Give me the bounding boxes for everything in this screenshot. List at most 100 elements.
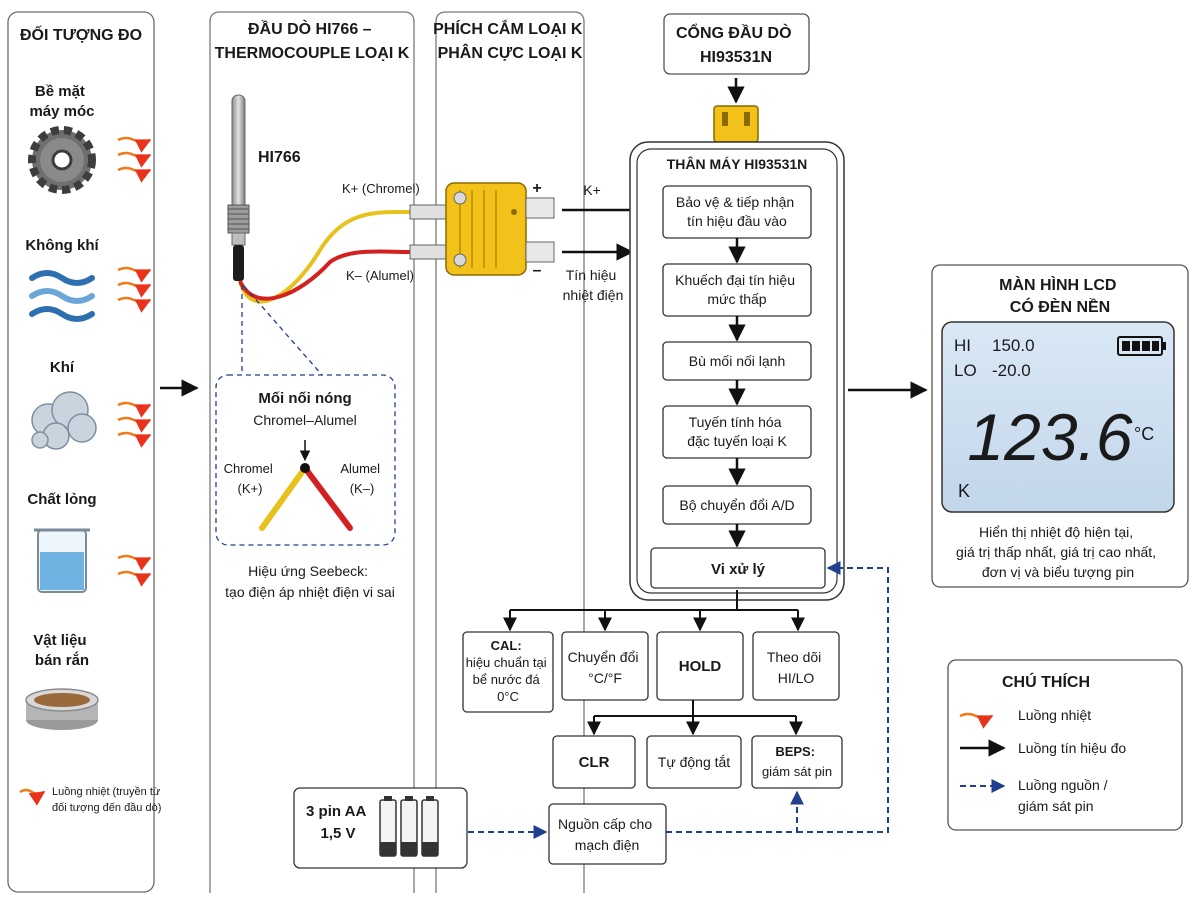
lcd-lo-label: LO [954, 361, 977, 380]
function-hold-label: HOLD [679, 658, 722, 675]
function-unit-box [561, 631, 649, 701]
connector-title: PHÍCH CẮM LOẠI K PHÂN CỰC LOẠI K [433, 19, 587, 62]
battery-pack-label: 3 pin AA 1,5 V [306, 803, 370, 842]
lcd-hi-label: HI [954, 336, 971, 355]
k-type-plug-icon [409, 182, 555, 276]
step-amplifier-label: Khuếch đại tín hiệu mức thấp [675, 272, 799, 307]
hot-junction-title: Mối nối nóng [258, 390, 351, 407]
heat-arrows-air [117, 266, 152, 313]
objects-legend-heat-arrow [19, 788, 46, 806]
probe-port: CỔNG ĐẦU DÒ HI93531N [663, 13, 810, 143]
step-microprocessor [650, 547, 826, 589]
supply-to-microprocessor-arrow [797, 561, 889, 833]
subfunction-auto-off: Tự động tắt [646, 735, 742, 789]
lcd-title: MÀN HÌNH LCD CÓ ĐÈN NỀN [999, 275, 1121, 316]
power-supply: Nguồn cấp cho mạch điện [548, 803, 667, 865]
subfunction-beps-box [751, 735, 843, 789]
object-label-gas: Khí [50, 359, 75, 376]
subfunction-auto-off-label: Tự động tắt [658, 754, 731, 770]
lcd-screen [941, 321, 1175, 513]
meter-body-title: THÂN MÁY HI93531N [667, 155, 808, 172]
seebeck-caption: Hiệu ứng Seebeck: tạo điện áp nhiệt điện… [225, 563, 395, 600]
legend-frame [947, 659, 1183, 831]
semisolid-tin-icon [25, 688, 99, 730]
k-plus-label: K+ [583, 182, 601, 198]
plug-minus-sign: – [533, 262, 542, 279]
lcd-thermocouple-type: K [958, 481, 970, 501]
connector-panel: PHÍCH CẮM LOẠI K PHÂN CỰC LOẠI K + – [409, 11, 587, 893]
lcd-unit: °C [1134, 424, 1154, 444]
subfunction-clr-box [552, 735, 636, 789]
step-input-protection-label: Bảo vệ & tiếp nhận tín hiệu đầu vào [676, 194, 798, 229]
subfunction-branch-lines [594, 700, 796, 717]
objects-panel: ĐỐI TƯỢNG ĐO Bề mặt máy móc Không khí Kh… [7, 11, 163, 893]
battery-pack: 3 pin AA 1,5 V [293, 787, 468, 869]
probe-port-title: CỔNG ĐẦU DÒ HI93531N [676, 23, 796, 66]
legend-power-label: Luồng nguồn / giám sát pin [1018, 777, 1111, 814]
function-cal-label: CAL: hiệu chuẩn tại bể nước đá 0°C [466, 638, 551, 704]
power-supply-box [548, 803, 667, 865]
function-hold-box [656, 631, 744, 701]
lcd-hi-value: 150.0 [992, 336, 1035, 355]
meter-body: THÂN MÁY HI93531N Bảo vệ & tiếp nhận tín… [629, 141, 845, 601]
air-waves-icon [29, 270, 95, 322]
step-linearization-label: Tuyến tính hóa đặc tuyến loại K [687, 414, 787, 449]
probe-model: HI766 [258, 149, 301, 166]
subfunction-beps: BEPS: giám sát pin [751, 735, 843, 789]
legend-heat-icon [959, 712, 994, 729]
gear-icon [28, 126, 96, 194]
plug-plus-sign: + [532, 180, 541, 197]
heat-arrow-group [117, 136, 152, 587]
object-label-air: Không khí [25, 237, 99, 254]
function-unit-toggle: Chuyển đổi °C/°F [561, 631, 649, 701]
alumel-wire [238, 249, 411, 301]
object-label-liquid: Chất lỏng [27, 491, 96, 508]
subfunction-beps-label: BEPS: giám sát pin [762, 744, 832, 779]
power-supply-label: Nguồn cấp cho mạch điện [558, 816, 656, 853]
socket-icon [713, 105, 759, 143]
hot-junction-inset: Mối nối nóng Chromel–Alumel Chromel (K+)… [215, 374, 396, 546]
chromel-label: Chromel (K+) [224, 461, 277, 496]
step-microprocessor-label: Vi xử lý [711, 561, 766, 578]
subfunction-clr: CLR [552, 735, 636, 789]
beaker-icon [34, 528, 90, 593]
thermoelectric-signal-label: Tín hiệu nhiệt điện [563, 267, 624, 303]
probe-panel-frame [209, 11, 415, 893]
subfunction-auto-off-box [646, 735, 742, 789]
object-label-machine-surface: Bề mặt máy móc [29, 83, 94, 120]
objects-title: ĐỐI TƯỢNG ĐO [20, 24, 142, 44]
alumel-label: Alumel (K–) [340, 461, 383, 496]
step-cold-junction-label: Bù mối nối lạnh [689, 353, 786, 369]
lcd-panel: MÀN HÌNH LCD CÓ ĐÈN NỀN HI 150.0 LO -20.… [931, 264, 1189, 588]
gas-cloud-icon [31, 391, 97, 450]
junction-alumel-wire [302, 465, 353, 531]
heat-arrows-gas [117, 401, 152, 448]
function-unit-label: Chuyển đổi °C/°F [568, 649, 643, 686]
legend-heat-label: Luồng nhiệt [1018, 707, 1091, 723]
aa-batteries-icon [379, 796, 439, 857]
heat-arrows-machine [117, 136, 152, 183]
junction-point [300, 463, 310, 473]
battery-icon [1117, 336, 1166, 356]
hot-junction-subtitle: Chromel–Alumel [253, 412, 356, 428]
legend: CHÚ THÍCH Luồng nhiệt Luồng tín hiệu đo … [947, 659, 1183, 831]
probe-title: ĐẦU DÒ HI766 – THERMOCOUPLE LOẠI K [215, 19, 410, 62]
heat-arrows-liquid [117, 554, 152, 587]
chromel-wire [238, 209, 411, 304]
function-hilo-box [752, 631, 840, 701]
legend-title: CHÚ THÍCH [1002, 672, 1090, 691]
lcd-reading: 123.6 [967, 400, 1132, 474]
step-adc-label: Bộ chuyển đổi A/D [679, 497, 794, 513]
probe-panel: ĐẦU DÒ HI766 – THERMOCOUPLE LOẠI K HI766… [209, 11, 420, 893]
function-hilo: Theo dõi HI/LO [752, 631, 840, 701]
objects-legend-text: Luồng nhiệt (truyền từ đối tượng đến đầu… [52, 786, 163, 814]
objects-panel-frame [7, 11, 155, 893]
probe-port-box [663, 13, 810, 75]
wire-negative-label: K– (Alumel) [346, 268, 414, 283]
lcd-lo-value: -20.0 [992, 361, 1031, 380]
function-cal: CAL: hiệu chuẩn tại bể nước đá 0°C [462, 631, 554, 713]
object-label-semisolid: Vật liệu bán rắn [33, 632, 91, 669]
function-hold: HOLD [656, 631, 744, 701]
wire-positive-label: K+ (Chromel) [342, 181, 420, 196]
